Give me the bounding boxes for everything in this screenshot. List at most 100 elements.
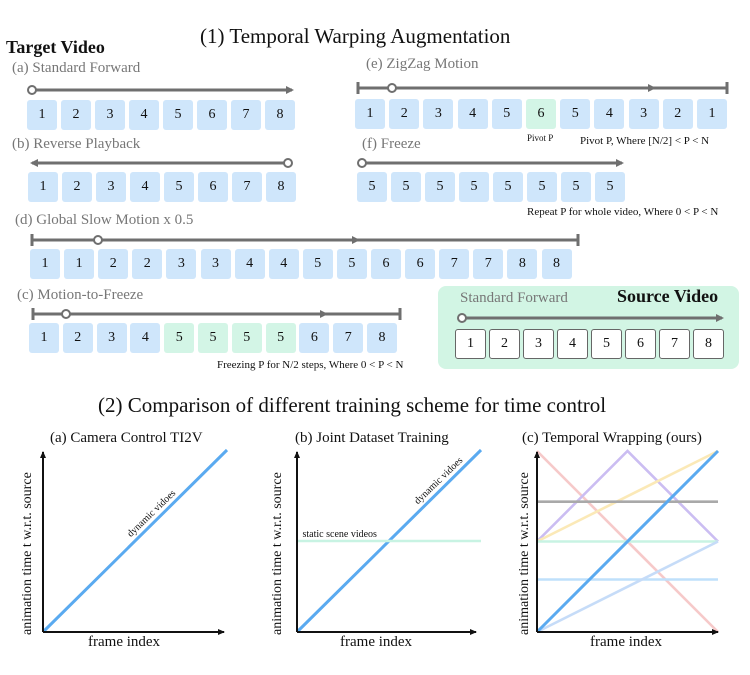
start-marker-icon <box>387 83 397 93</box>
frame-box: 8 <box>265 100 295 130</box>
frame-box: 6 <box>299 323 330 353</box>
frame-box: 3 <box>95 100 125 130</box>
frame-box: 2 <box>62 323 93 353</box>
source-frame-box: 2 <box>489 329 520 359</box>
timeline-b <box>30 158 293 168</box>
frame-box: 2 <box>62 172 92 202</box>
series-line-slow-motion <box>536 540 719 634</box>
target-video-label: Target Video <box>6 37 105 57</box>
frame-box: 6 <box>405 249 436 279</box>
row-e-label: (e) ZigZag Motion <box>366 56 479 72</box>
start-marker-icon <box>61 309 71 319</box>
start-marker-icon <box>27 85 37 95</box>
source-frame-box: 4 <box>557 329 588 359</box>
timeline-source <box>457 313 724 323</box>
source-frame-box: 5 <box>591 329 622 359</box>
frame-box: 7 <box>232 172 262 202</box>
timeline-d <box>30 234 580 246</box>
series-annotation: dynamic vidoes <box>412 455 465 507</box>
row-c-label: (c) Motion-to-Freeze <box>17 287 144 303</box>
section1-title: (1) Temporal Warping Augmentation <box>200 24 511 48</box>
frame-box: 4 <box>268 249 299 279</box>
frame-box: 5 <box>231 323 262 353</box>
frame-box: 6 <box>197 100 227 130</box>
source-sublabel: Standard Forward <box>460 290 568 306</box>
frame-box: 1 <box>28 172 58 202</box>
frame-box: 5 <box>425 172 455 202</box>
plot-b-title: (b) Joint Dataset Training <box>295 430 449 446</box>
frame-box: 4 <box>130 172 160 202</box>
row-f-label: (f) Freeze <box>362 136 421 152</box>
frame-box: 5 <box>560 99 591 129</box>
frame-box: 5 <box>493 172 523 202</box>
frame-box: 1 <box>29 323 59 353</box>
frame-box: 7 <box>473 249 504 279</box>
frame-box: 3 <box>200 249 231 279</box>
frame-box: 2 <box>389 99 420 129</box>
series-annotation: dynamic vidoes <box>125 488 178 540</box>
frame-box: 2 <box>61 100 91 130</box>
frame-box: 7 <box>439 249 470 279</box>
frame-box: 4 <box>129 100 159 130</box>
frame-box: 2 <box>132 249 163 279</box>
motion-to-freeze-note: Freezing P for N/2 steps, Where 0 < P < … <box>217 359 404 371</box>
pivot-label: Pivot P <box>527 133 554 143</box>
plot-a-title: (a) Camera Control TI2V <box>50 430 203 446</box>
frame-box: 8 <box>266 172 296 202</box>
frame-box: 5 <box>164 323 195 353</box>
frame-box: 8 <box>541 249 572 279</box>
frame-box: 1 <box>64 249 95 279</box>
frame-box: 5 <box>163 100 193 130</box>
source-frame-box: 6 <box>625 329 656 359</box>
section2-title: (2) Comparison of different training sch… <box>98 393 607 417</box>
frame-box: 6 <box>198 172 228 202</box>
series-line-dynamic-videos <box>41 448 229 634</box>
start-marker-icon <box>93 235 103 245</box>
frame-box: 3 <box>96 172 126 202</box>
plot-c-xlabel: frame index <box>590 634 663 650</box>
frame-box: 1 <box>355 99 385 129</box>
source-video-label: Source Video <box>617 286 719 306</box>
frame-box: 5 <box>561 172 591 202</box>
frame-box: 4 <box>234 249 265 279</box>
frame-box: 5 <box>459 172 489 202</box>
series-line-slow-from-mid <box>536 449 719 543</box>
timeline-e <box>356 82 729 94</box>
frame-box: 4 <box>130 323 161 353</box>
frame-box: 1 <box>30 249 60 279</box>
plot-b-xlabel: frame index <box>340 634 413 650</box>
series-line-zigzag <box>536 449 719 543</box>
frame-box: 8 <box>507 249 538 279</box>
timeline-f <box>357 158 624 168</box>
timeline-c <box>31 308 402 320</box>
series-line-forward <box>535 449 720 634</box>
source-frame-box: 7 <box>659 329 690 359</box>
frame-box: 7 <box>231 100 261 130</box>
frame-box: 4 <box>594 99 625 129</box>
start-marker-icon <box>457 313 467 323</box>
start-marker-icon <box>357 158 367 168</box>
frame-box: 5 <box>357 172 387 202</box>
row-b-label: (b) Reverse Playback <box>12 136 141 152</box>
zigzag-note: Pivot P, Where [N/2] < P < N <box>580 135 710 147</box>
series-annotation: static scene videos <box>303 529 378 540</box>
source-frame-box: 3 <box>523 329 554 359</box>
freeze-note: Repeat P for whole video, Where 0 < P < … <box>527 206 719 218</box>
frame-box: 8 <box>367 323 397 353</box>
frame-box: 3 <box>166 249 197 279</box>
frame-box: 5 <box>302 249 333 279</box>
frame-box: 2 <box>98 249 129 279</box>
frame-box: 4 <box>457 99 488 129</box>
timeline-a <box>27 85 294 95</box>
frame-box: 1 <box>697 99 727 129</box>
plot-c-title: (c) Temporal Wrapping (ours) <box>522 430 702 446</box>
frame-box: 5 <box>527 172 557 202</box>
frame-box: 1 <box>27 100 57 130</box>
source-frame-box: 1 <box>455 329 486 359</box>
plot-a-xlabel: frame index <box>88 634 161 650</box>
source-frame-box: 8 <box>693 329 724 359</box>
frame-box: 3 <box>628 99 659 129</box>
row-a-label: (a) Standard Forward <box>12 60 141 76</box>
frame-box: 2 <box>662 99 693 129</box>
